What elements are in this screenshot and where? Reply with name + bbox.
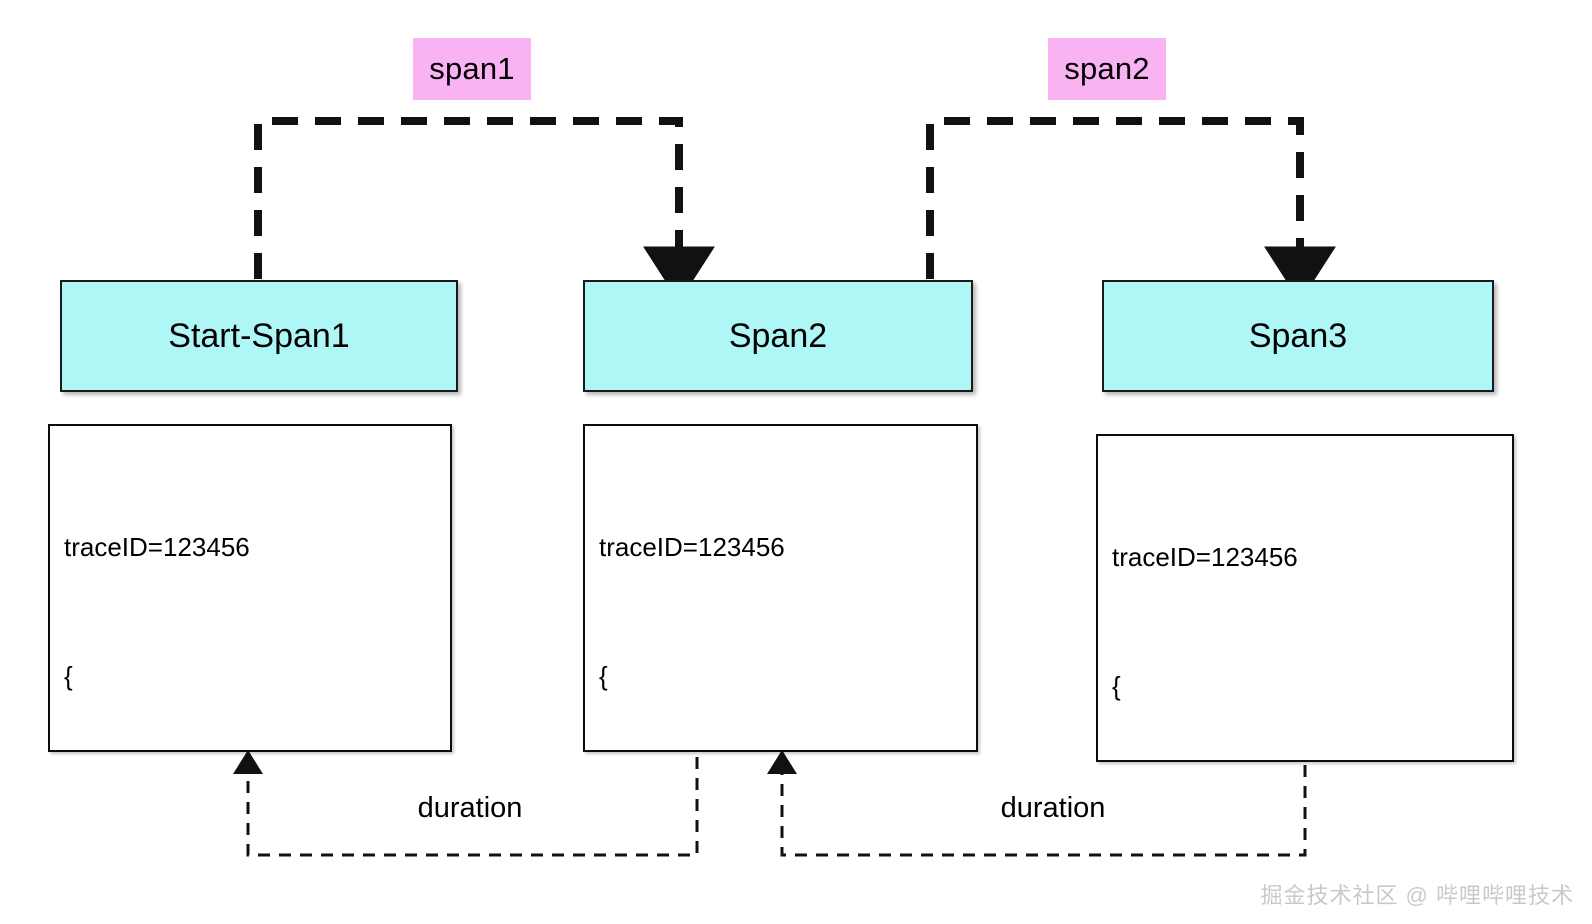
duration-label-2: duration	[1000, 792, 1106, 824]
span1-label: span1	[413, 38, 531, 100]
code-line-traceid: traceID=123456	[1112, 542, 1298, 572]
flow-arrow-span1	[254, 117, 715, 303]
code-line-open-brace: {	[599, 661, 608, 691]
span-box-1: Start-Span1	[60, 280, 458, 392]
code-block-1: traceID=123456 { span1=trace.startSpan()…	[48, 424, 452, 752]
duration-label-1: duration	[417, 792, 523, 824]
span-box-3: Span3	[1102, 280, 1494, 392]
code-line-open-brace: {	[1112, 671, 1121, 701]
code-line-open-brace: {	[64, 661, 73, 691]
code-line-traceid: traceID=123456	[599, 532, 785, 562]
span-box-3-label: Span3	[1248, 316, 1348, 355]
span-box-2: Span2	[583, 280, 973, 392]
span-box-1-label: Start-Span1	[168, 316, 350, 355]
span-box-2-label: Span2	[728, 316, 828, 355]
code-block-2: traceID=123456 { span2=span1.ChildOf() t…	[583, 424, 978, 752]
code-block-3: traceID=123456 { span3=span2.ChildOf() t…	[1096, 434, 1514, 762]
span2-label: span2	[1048, 38, 1166, 100]
watermark: 掘金技术社区 @ 哔哩哔哩技术	[1260, 883, 1574, 908]
code-line-traceid: traceID=123456	[64, 532, 250, 562]
flow-arrow-span2	[926, 117, 1336, 303]
